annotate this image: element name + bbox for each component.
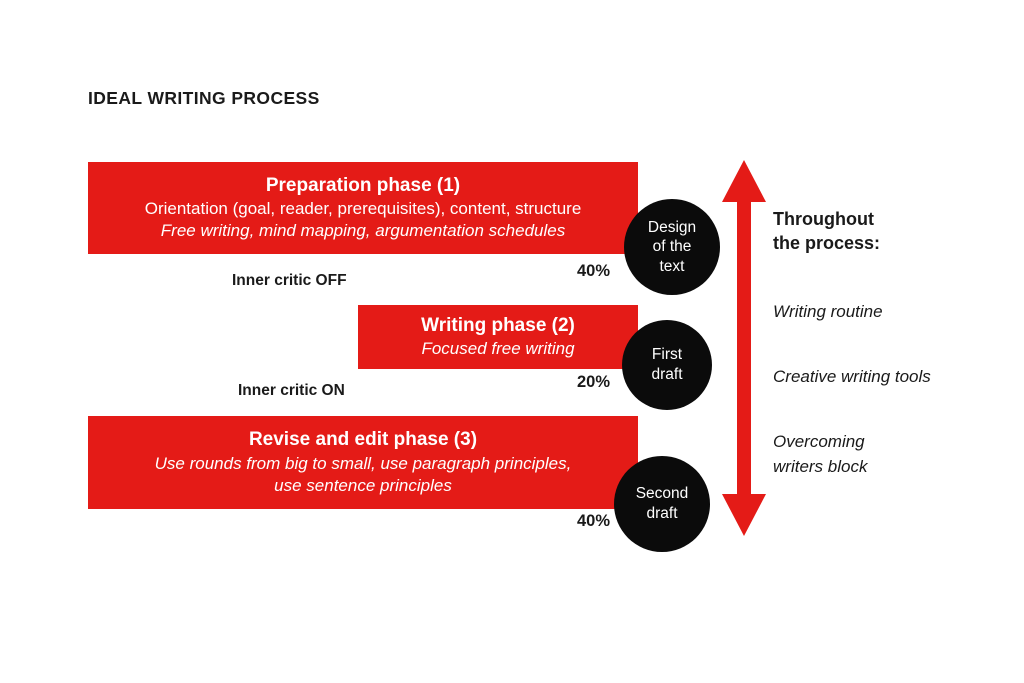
page-title: IDEAL WRITING PROCESS [88, 88, 320, 108]
side-panel-item-line-1: Creative writing tools [773, 367, 931, 386]
phase-bar-revise-and-edit: Revise and edit phase (3) Use rounds fro… [88, 416, 638, 509]
phase-bar-preparation: Preparation phase (1) Orientation (goal,… [88, 162, 638, 254]
percent-label-preparation: 40% [576, 262, 610, 280]
deliverable-circle-second-draft: Second draft [614, 456, 710, 552]
side-panel-item-line-2: writers block [773, 456, 868, 476]
phase-techniques-preparation: Free writing, mind mapping, argumentatio… [160, 221, 566, 241]
side-panel-item-overcoming-writers-block: Overcoming writers block [773, 430, 867, 479]
note-inner-critic-off: Inner critic OFF [232, 272, 347, 289]
deliverable-circle-design-of-the-text: Design of the text [624, 199, 720, 295]
deliverable-line-1: Design [647, 218, 697, 236]
phase-description-preparation: Orientation (goal, reader, prerequisites… [144, 199, 582, 219]
side-panel-heading: Throughout the process: [773, 208, 880, 256]
deliverable-line-2: draft [646, 505, 678, 522]
deliverable-line-2: draft [651, 366, 683, 383]
phase-title-preparation: Preparation phase (1) [265, 174, 461, 196]
phase-bar-writing: Writing phase (2) Focused free writing [358, 305, 638, 369]
side-panel-heading-line-1: Throughout [773, 209, 874, 229]
phase-description2-revise-and-edit: use sentence principles [274, 475, 452, 495]
deliverable-circle-label: Second draft [636, 484, 689, 523]
side-panel-item-line-1: Writing routine [773, 302, 883, 321]
deliverable-line-3: text [659, 257, 685, 275]
note-inner-critic-on: Inner critic ON [238, 382, 345, 399]
phase-description-writing: Focused free writing [421, 339, 575, 359]
deliverable-line-2: of the [652, 238, 692, 256]
deliverable-circle-label: First draft [651, 345, 682, 384]
deliverable-circle-first-draft: First draft [622, 320, 712, 410]
phase-title-revise-and-edit: Revise and edit phase (3) [248, 429, 478, 451]
deliverable-line-1: First [651, 346, 683, 364]
percent-label-writing: 20% [576, 373, 610, 391]
side-panel-item-writing-routine: Writing routine [773, 300, 883, 325]
phase-description-revise-and-edit: Use rounds from big to small, use paragr… [154, 453, 572, 473]
side-panel-item-line-1: Overcoming [773, 432, 865, 451]
phase-title-writing: Writing phase (2) [421, 314, 575, 336]
side-panel-heading-line-2: the process: [773, 232, 881, 253]
double-headed-vertical-arrow-icon [722, 160, 766, 536]
deliverable-circle-label: Design of the text [648, 218, 696, 277]
deliverable-line-1: Second [635, 485, 689, 503]
side-panel-item-creative-writing-tools: Creative writing tools [773, 365, 931, 390]
percent-label-revise-and-edit: 40% [576, 512, 610, 530]
